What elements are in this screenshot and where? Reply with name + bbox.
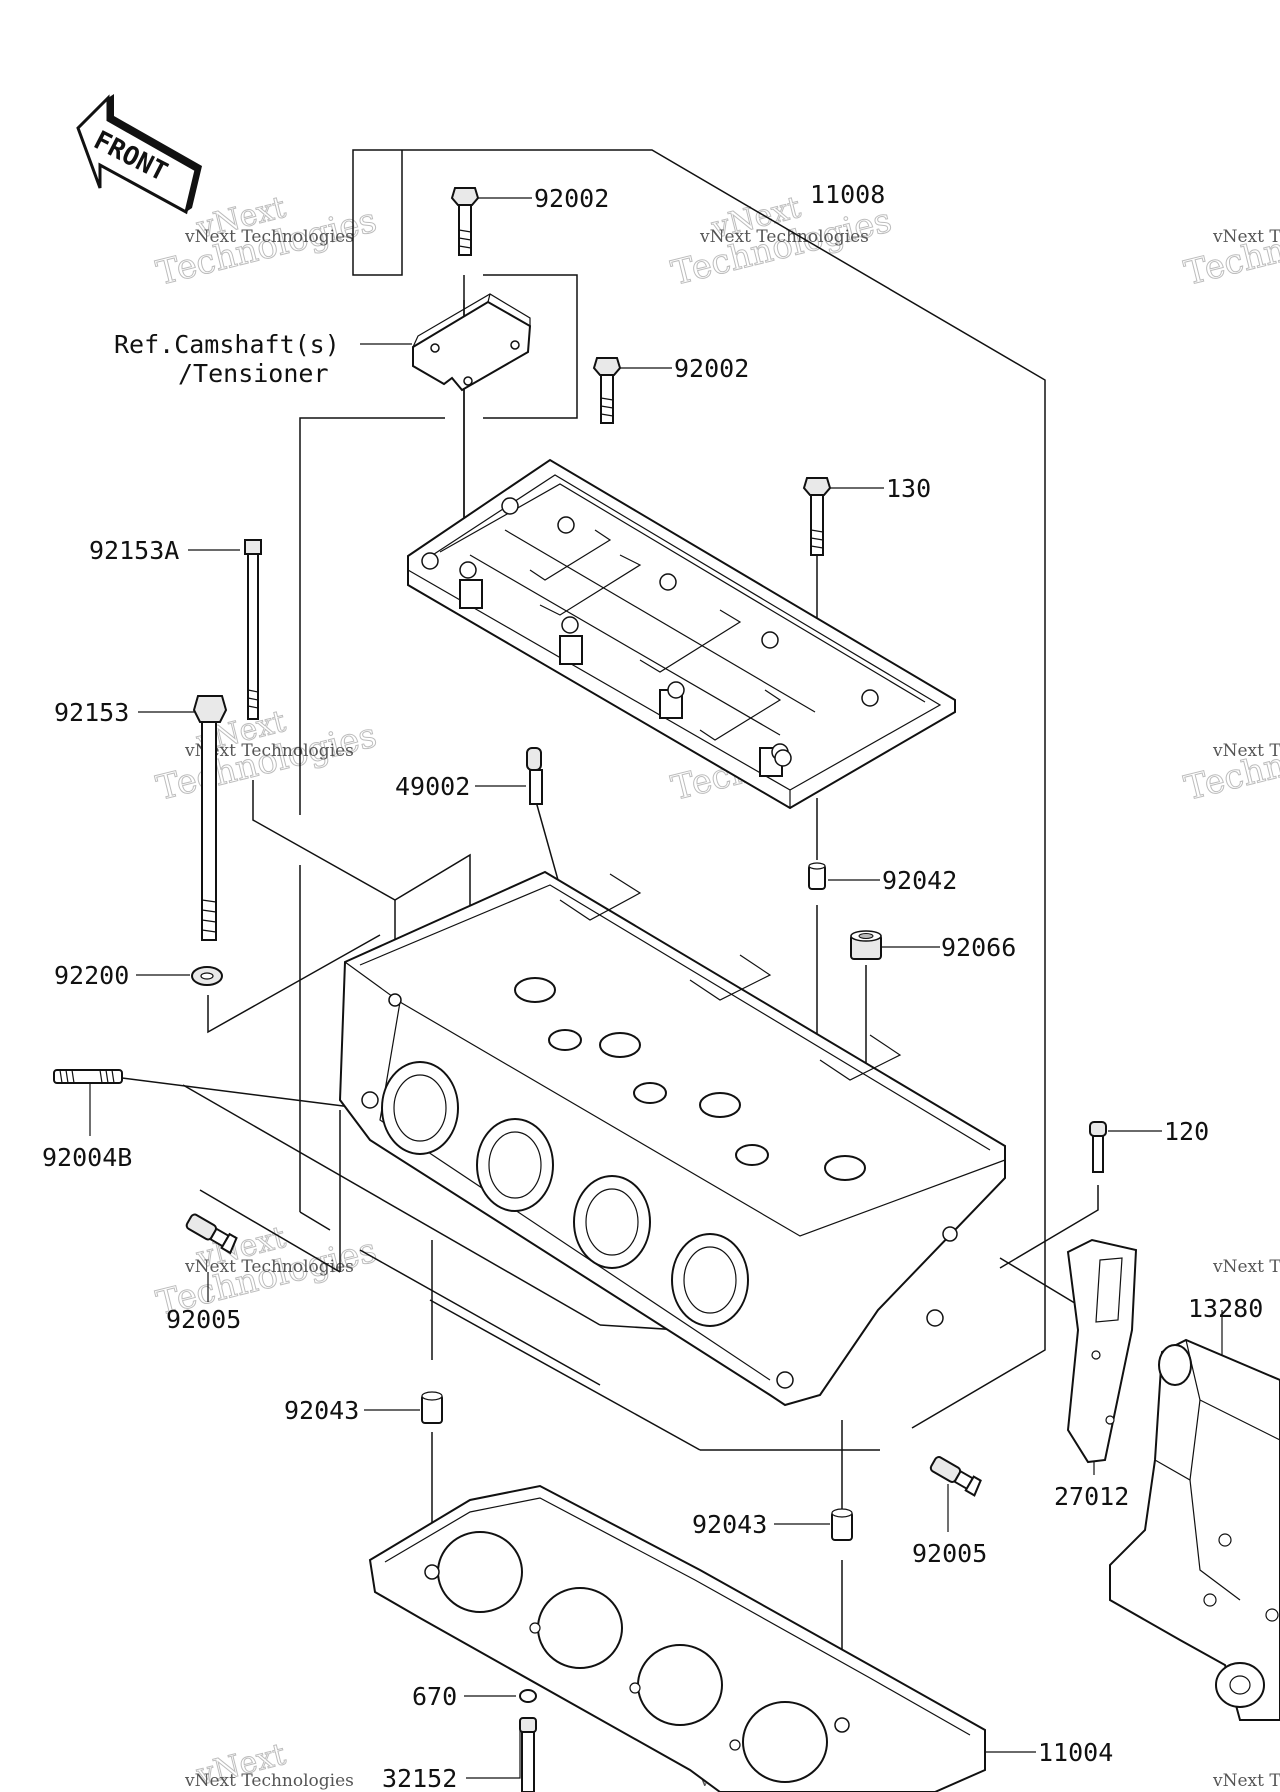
label-27012: 27012 xyxy=(1054,1482,1129,1511)
leader-lines xyxy=(89,197,1223,1779)
bolt-130 xyxy=(802,477,832,556)
dowel-92043-left xyxy=(421,1391,443,1424)
gasket-11004 xyxy=(368,1484,986,1792)
dowel-92042 xyxy=(808,862,826,890)
gasket-27012 xyxy=(1066,1238,1138,1464)
pipe-32152 xyxy=(519,1717,537,1792)
svg-text:vNext Technologies: vNext Technologies xyxy=(1212,741,1280,761)
fitting-92005-left xyxy=(185,1213,238,1255)
label-92043-right: 92043 xyxy=(692,1510,767,1539)
svg-text:Technologies: Technologies xyxy=(1181,200,1280,293)
front-arrow-badge: FRONT xyxy=(76,94,202,215)
label-92002-mid: 92002 xyxy=(674,354,749,383)
svg-text:vNext Technologies: vNext Technologies xyxy=(184,1257,354,1277)
camshaft-cap xyxy=(407,458,956,810)
label-11004: 11004 xyxy=(1038,1738,1113,1767)
label-11008: 11008 xyxy=(810,180,885,209)
bolt-92153 xyxy=(192,695,228,941)
svg-text:vNext Technologies: vNext Technologies xyxy=(184,227,354,247)
label-92004B: 92004B xyxy=(42,1143,132,1172)
watermark: vNext Technologies xyxy=(1212,1771,1280,1791)
watermark: Technologies vNext Technologies xyxy=(1180,200,1280,294)
svg-text:vNext Technologies: vNext Technologies xyxy=(1212,1771,1280,1791)
svg-text:vNext Technologies: vNext Technologies xyxy=(699,227,869,247)
reference-tensioner-label: /Tensioner xyxy=(178,359,329,388)
label-130: 130 xyxy=(886,474,931,503)
bolt-92002-mid xyxy=(592,357,622,424)
cylinder-head xyxy=(338,870,1006,1407)
guide-49002 xyxy=(526,747,543,805)
o-ring-670 xyxy=(519,1689,537,1703)
watermark: vNext Technologies xyxy=(1212,1257,1280,1277)
label-92066: 92066 xyxy=(941,933,1016,962)
label-670: 670 xyxy=(412,1682,457,1711)
stud-92004B xyxy=(53,1069,123,1084)
label-92200: 92200 xyxy=(54,961,129,990)
label-92043-left: 92043 xyxy=(284,1396,359,1425)
svg-text:vNext Technologies: vNext Technologies xyxy=(1212,227,1280,247)
svg-text:vNext Technologies: vNext Technologies xyxy=(184,1771,354,1791)
bolt-92002-top xyxy=(450,187,480,256)
label-92153: 92153 xyxy=(54,698,129,727)
label-92042: 92042 xyxy=(882,866,957,895)
label-32152: 32152 xyxy=(382,1764,457,1792)
watermark: Technologies vNext vNext Technologies xyxy=(667,190,896,295)
label-120: 120 xyxy=(1164,1117,1209,1146)
label-49002: 49002 xyxy=(395,772,470,801)
label-92002-top: 92002 xyxy=(534,184,609,213)
svg-text:vNext Technologies: vNext Technologies xyxy=(1212,1257,1280,1277)
reference-camshaft-label: Ref.Camshaft(s) xyxy=(114,330,340,359)
watermark: Technologies vNext vNext Technologies xyxy=(152,704,381,810)
plug-92066 xyxy=(850,930,882,960)
svg-text:vNext Technologies: vNext Technologies xyxy=(184,741,354,761)
part-labels: 92002 11008 92002 130 92153A 92153 49002… xyxy=(42,180,1263,1792)
label-13280: 13280 xyxy=(1188,1294,1263,1323)
dowel-92043-right xyxy=(831,1508,853,1541)
bolt-92153A xyxy=(244,539,262,720)
tensioner-bracket xyxy=(412,293,532,392)
label-92153A: 92153A xyxy=(89,536,179,565)
bracket-13280 xyxy=(1109,1338,1280,1721)
svg-text:Technologies: Technologies xyxy=(1181,715,1280,808)
watermark: vNext vNext Technologies xyxy=(184,1737,354,1792)
fitting-92005-right xyxy=(929,1456,982,1497)
watermark: Technologies vNext Technologies xyxy=(1180,715,1280,809)
label-92005-right: 92005 xyxy=(912,1539,987,1568)
bolt-120 xyxy=(1089,1121,1107,1173)
label-92005-left: 92005 xyxy=(166,1305,241,1334)
washer-92200 xyxy=(191,966,223,986)
